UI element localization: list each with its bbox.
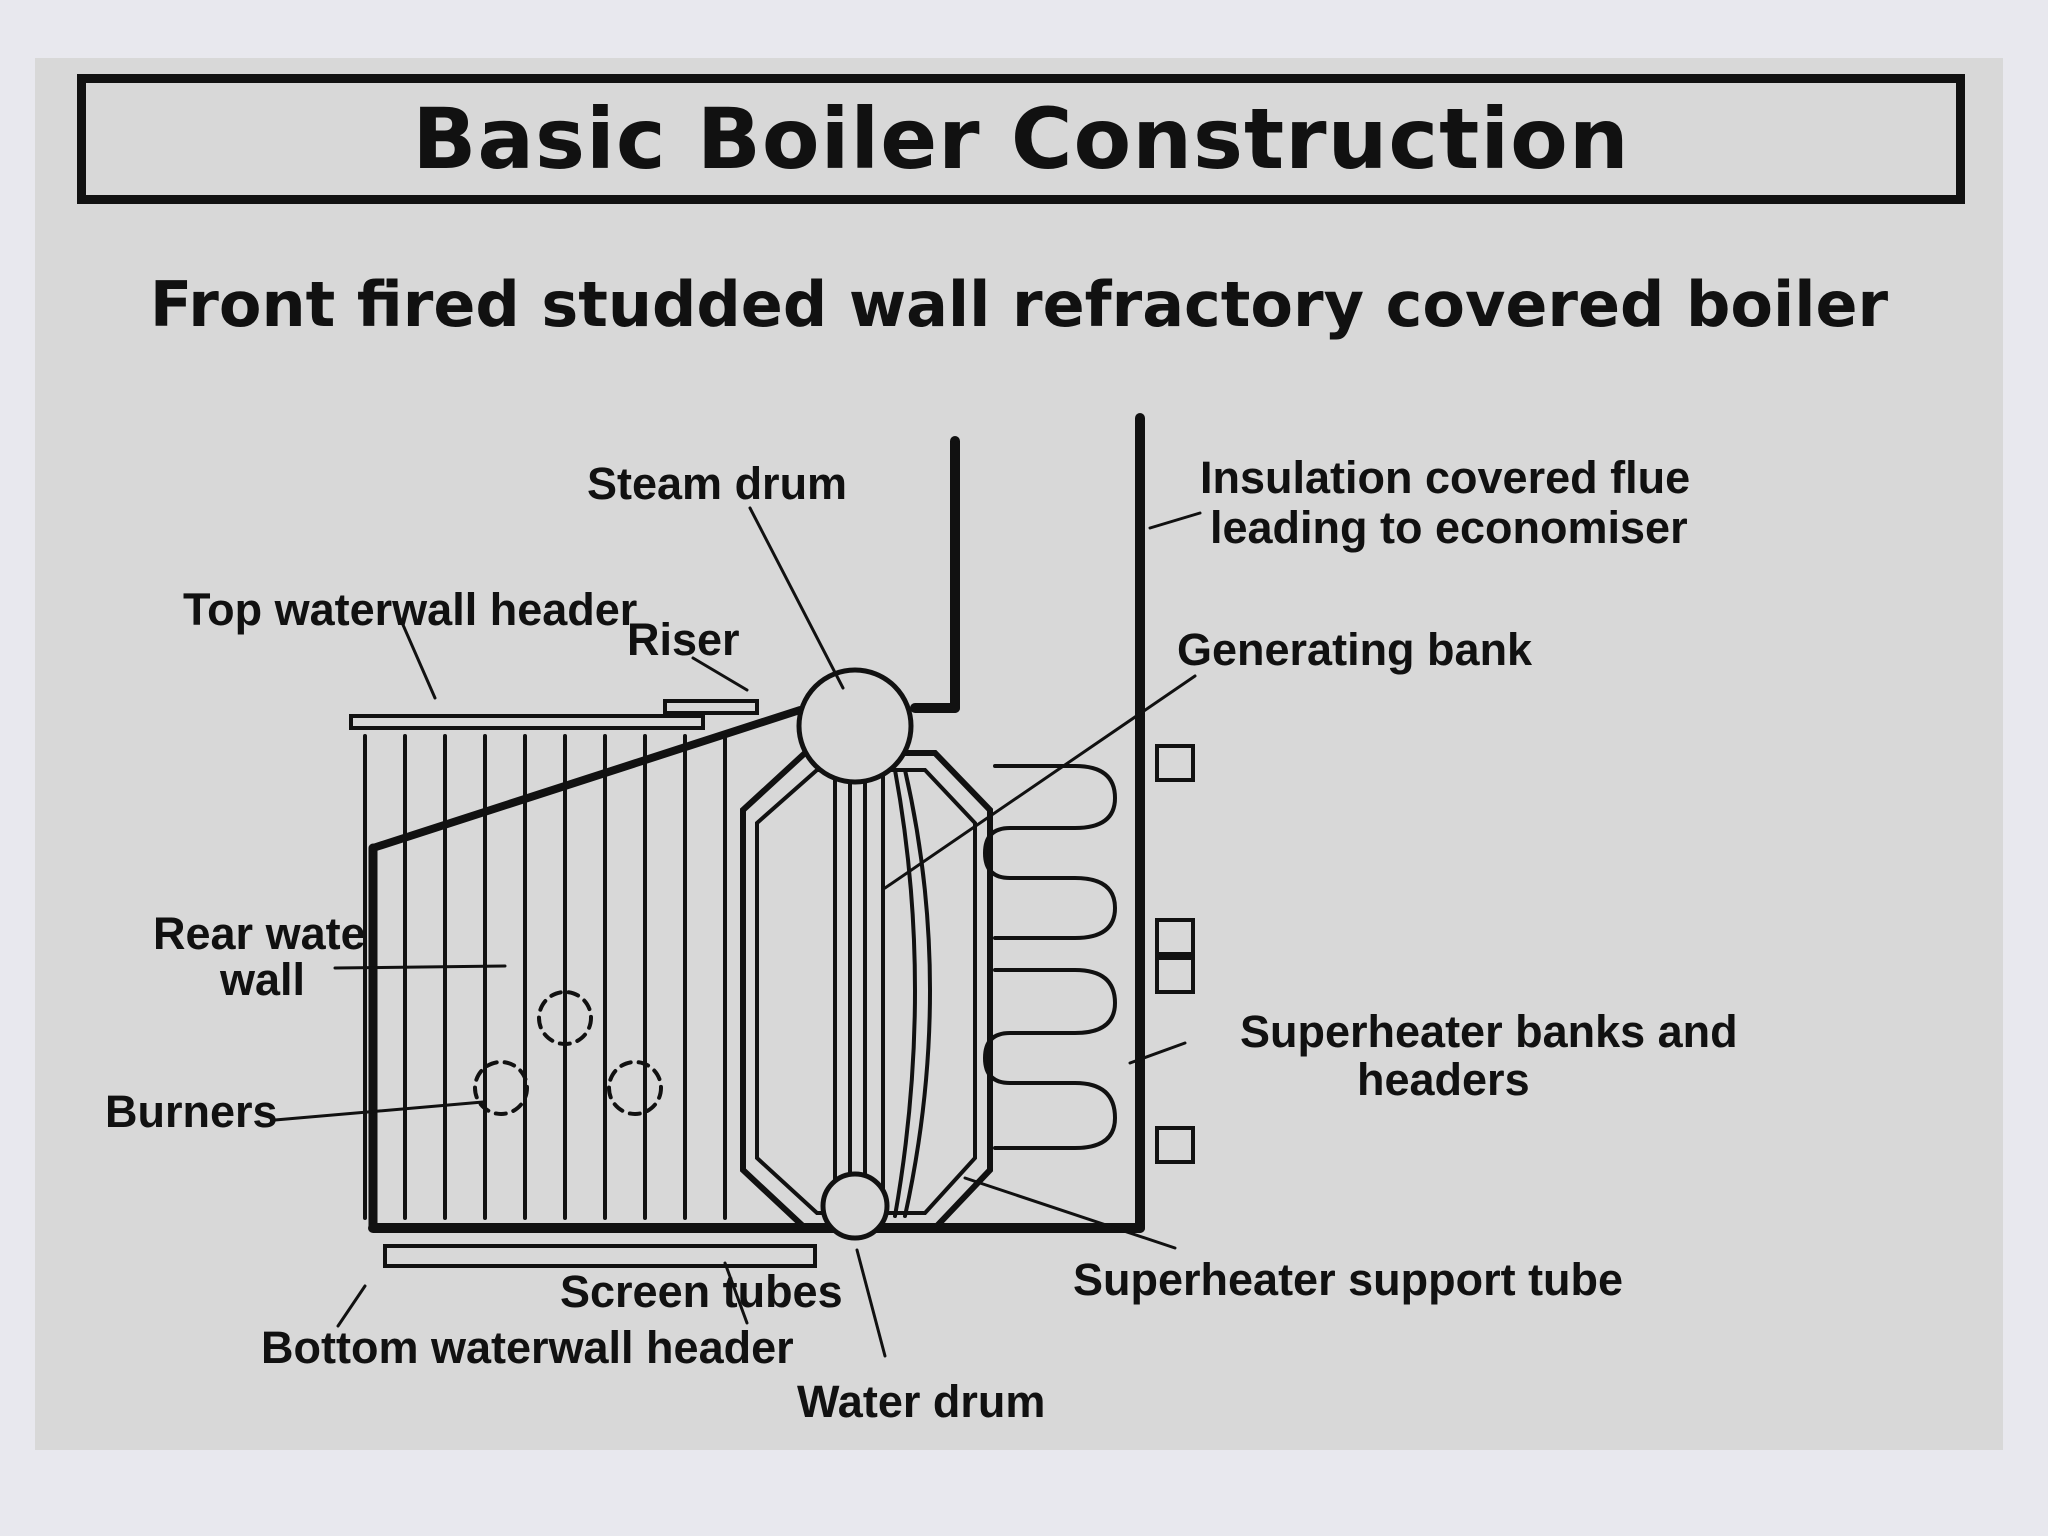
rear-waterwall-tubes xyxy=(363,734,727,1220)
generating-bank-tubes xyxy=(833,766,932,1220)
slide: Basic Boiler Construction Front fired st… xyxy=(35,58,2003,1450)
superheater-header-1 xyxy=(1155,744,1195,782)
water-drum xyxy=(820,1171,890,1241)
label-riser: Riser xyxy=(627,614,740,665)
label-rear-wall-line2: wall xyxy=(220,954,306,1005)
superheater-coil-upper xyxy=(982,764,1118,940)
label-superheater-support-tube: Superheater support tube xyxy=(1073,1254,1624,1305)
superheater-coil-lower xyxy=(982,968,1118,1150)
label-top-waterwall-header: Top waterwall header xyxy=(183,584,638,635)
furnace-roof-slope xyxy=(369,706,804,852)
title-box: Basic Boiler Construction xyxy=(77,74,1965,204)
leader-lines xyxy=(273,506,1202,1358)
label-generating-bank: Generating bank xyxy=(1177,624,1533,675)
label-burners: Burners xyxy=(105,1086,278,1137)
top-waterwall-header xyxy=(349,714,705,730)
superheater-header-2 xyxy=(1155,918,1195,956)
label-insulation-line2: leading to economiser xyxy=(1210,502,1688,553)
label-insulation-line1: Insulation covered flue xyxy=(1200,452,1691,503)
label-rear-wall-line1: Rear wate xyxy=(153,908,366,959)
label-superheater-line2: headers xyxy=(1357,1054,1530,1105)
label-water-drum: Water drum xyxy=(797,1376,1046,1427)
label-bottom-waterwall-header: Bottom waterwall header xyxy=(261,1322,794,1373)
screen-tubes-inner xyxy=(755,768,977,1215)
page-subtitle: Front fired studded wall refractory cove… xyxy=(149,268,1889,341)
label-superheater-line1: Superheater banks and xyxy=(1240,1006,1738,1057)
superheater-header-3 xyxy=(1155,956,1195,994)
screen-tubes-outer xyxy=(740,750,993,1231)
boiler-diagram xyxy=(273,413,1202,1358)
steam-drum xyxy=(796,667,914,785)
label-steam-drum: Steam drum xyxy=(587,458,848,509)
riser-pipe xyxy=(663,699,759,715)
bottom-waterwall-header xyxy=(383,1244,817,1268)
burners xyxy=(473,990,663,1116)
label-screen-tubes: Screen tubes xyxy=(560,1266,843,1317)
page-title: Basic Boiler Construction xyxy=(412,90,1630,188)
superheater-header-4 xyxy=(1155,1126,1195,1164)
